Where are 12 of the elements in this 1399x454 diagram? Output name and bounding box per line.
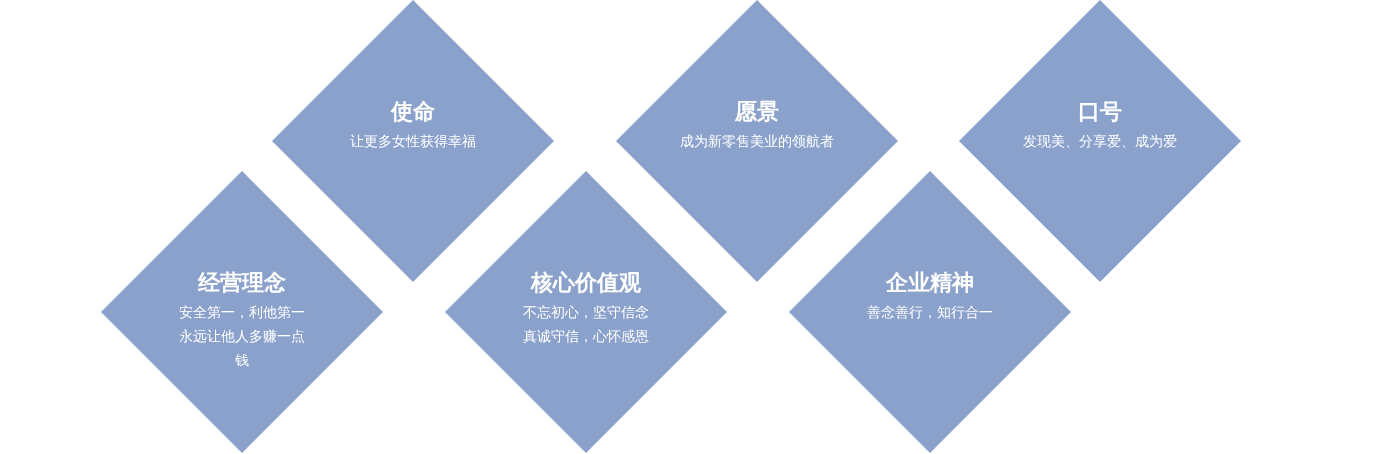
diamond-text: 发现美、分享爱、成为爱: [1023, 132, 1177, 151]
diamond-title: 使命: [391, 98, 435, 126]
diamond-text: 安全第一，利他第一永远让他人多赚一点钱: [178, 303, 306, 370]
diamond-title: 企业精神: [886, 269, 974, 297]
diamond-text: 让更多女性获得幸福: [350, 132, 476, 151]
diamond-title: 口号: [1078, 98, 1122, 126]
diamond-text: 成为新零售美业的领航者: [680, 132, 834, 151]
diamond-title: 愿景: [735, 98, 779, 126]
diamond-text: 善念善行，知行合一: [867, 303, 993, 322]
diamond-title: 经营理念: [198, 269, 286, 297]
diamond-title: 核心价值观: [531, 269, 641, 297]
diamond-text: 不忘初心，坚守信念真诚守信，心怀感恩: [522, 303, 650, 346]
